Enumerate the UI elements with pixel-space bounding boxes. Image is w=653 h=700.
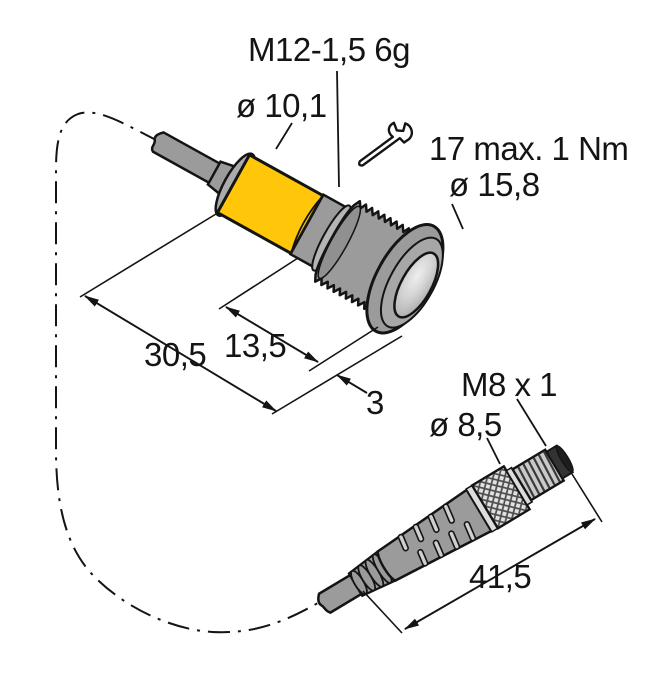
thread-size-label: M12-1,5 6g [248, 31, 410, 68]
thread-ridges [517, 451, 561, 498]
face-protrusion-dimension: 3 [366, 384, 384, 421]
leader-m12-thread [336, 70, 340, 188]
cable-loop-dashed-line [55, 111, 324, 634]
ext-line-connector-rear [362, 590, 403, 634]
dim-line-13-5 [225, 306, 319, 363]
leader-housing-diameter [275, 122, 293, 150]
dim-line-30-5 [84, 295, 277, 412]
connector-thread-label: M8 x 1 [461, 366, 557, 403]
connector-diameter-label: ø 8,5 [429, 406, 502, 443]
housing-length-dimension: 30,5 [144, 336, 206, 373]
ext-line-connector-tip [571, 473, 603, 523]
face-diameter-label: ø 15,8 [449, 166, 540, 203]
ext-line-nut-front [308, 326, 379, 372]
connector-cable [317, 572, 365, 614]
connector-length-dimension: 41,5 [469, 558, 531, 595]
dim-line-3 [336, 374, 368, 394]
leader-connector-diameter [486, 437, 501, 465]
sensor-cable [150, 131, 229, 189]
tubular-sensor [150, 131, 445, 335]
nut-front-face [317, 205, 362, 280]
thread-length-dimension: 13,5 [224, 327, 286, 364]
torque-label: 17 max. 1 Nm [429, 130, 628, 167]
dim-line-41-5 [404, 518, 596, 630]
ext-line-housing-rear [79, 213, 217, 298]
housing-diameter-label: ø 10,1 [236, 87, 327, 124]
tip-face [555, 445, 574, 473]
leader-face-diameter [451, 203, 464, 230]
sensing-dome [393, 251, 440, 319]
wrench-icon [358, 121, 414, 167]
leader-m8-thread [516, 398, 547, 447]
